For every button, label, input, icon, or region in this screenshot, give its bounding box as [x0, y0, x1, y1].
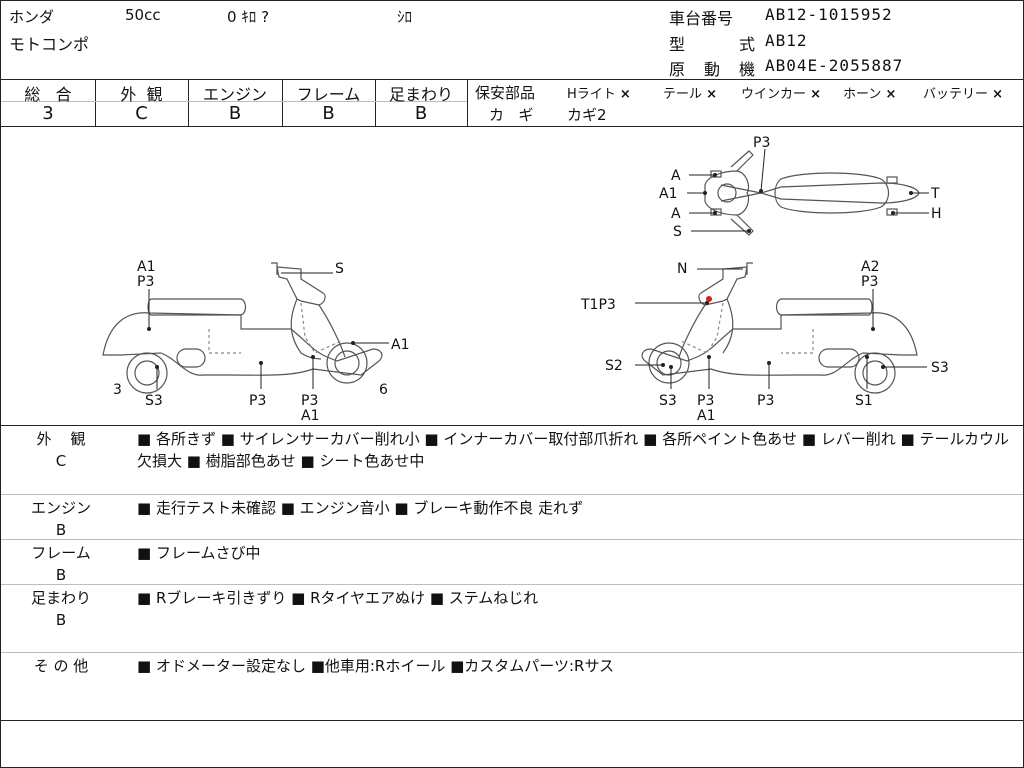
grade-engine: B — [228, 103, 242, 124]
grade-suspension: B — [414, 103, 428, 124]
right-label-s3-rear: S3 — [931, 360, 949, 376]
safety-item-battery: バッテリー × — [923, 87, 1004, 102]
right-label-p3-body: P3 — [757, 393, 774, 409]
grade-total-label: 総 合 — [24, 85, 72, 104]
grade-frame: B — [322, 103, 335, 124]
maker: ホンダ — [9, 8, 55, 26]
remark-suspension-text: ■ Rブレーキ引きずり ■ Rタイヤエアぬけ ■ ステムねじれ — [137, 589, 539, 607]
top-label-a-upper: A — [671, 168, 681, 184]
top-label-t: T — [930, 186, 940, 202]
grade-exterior: C — [135, 103, 148, 124]
left-label-p3-floor: P3 — [301, 393, 318, 409]
engine-label-a: 原 — [669, 60, 686, 79]
top-label-s: S — [673, 224, 682, 240]
left-label-6: 6 — [379, 382, 388, 398]
left-label-s: S — [335, 261, 344, 277]
safety-item-headlight: Hライト × — [567, 87, 631, 102]
right-label-n: N — [677, 261, 687, 277]
left-label-a1-floor: A1 — [301, 408, 319, 424]
key-value: カギ2 — [567, 106, 607, 124]
type-label-b: 式 — [739, 35, 756, 54]
safety-item-horn: ホーン × — [843, 87, 897, 102]
remark-frame-text: ■ フレームさび中 — [137, 544, 261, 562]
top-label-a1: A1 — [659, 186, 677, 202]
right-label-s2: S2 — [605, 358, 623, 374]
safety-item-winker: ウインカー × — [741, 87, 822, 102]
key-label: カ ギ — [489, 106, 534, 124]
frame-no-label: 車台番号 — [669, 9, 734, 28]
scooter-left-view — [102, 262, 383, 394]
remark-other-text: ■ オドメーター設定なし ■他車用:Rホイール ■カスタムパーツ:Rサス — [137, 657, 615, 675]
scooter-right-view — [641, 262, 918, 394]
engine-label-b: 動 — [704, 60, 721, 79]
color: ｼﾛ — [397, 8, 413, 26]
displacement: 50cc — [125, 6, 161, 24]
grade-exterior-label: 外 観 — [120, 85, 163, 104]
top-label-h: H — [931, 206, 942, 222]
remark-engine-text: ■ 走行テスト未確認 ■ エンジン音小 ■ ブレーキ動作不良 走れず — [137, 499, 584, 517]
type-value: AB12 — [765, 31, 808, 50]
top-label-p3: P3 — [753, 135, 770, 151]
remark-other-label: そ の 他 — [33, 657, 89, 675]
left-label-a1: A1 — [137, 259, 155, 275]
safety-item-tail: テール × — [663, 87, 718, 102]
left-label-a1-front: A1 — [391, 337, 409, 353]
grade-engine-label: エンジン — [202, 85, 267, 104]
remark-exterior-text: ■ 各所きず ■ サイレンサーカバー削れ小 ■ インナーカバー取付部爪折れ ■ … — [137, 430, 1010, 470]
left-label-s3: S3 — [145, 393, 163, 409]
type-label-a: 型 — [669, 35, 686, 54]
frame-no: AB12-1015952 — [765, 5, 893, 24]
scooter-top-view — [704, 150, 920, 236]
left-label-p3-body: P3 — [249, 393, 266, 409]
mileage: 0 ｷﾛ ? — [227, 8, 270, 26]
right-label-p3: P3 — [861, 274, 878, 290]
right-label-p3-floor: P3 — [697, 393, 714, 409]
right-label-s1: S1 — [855, 393, 873, 409]
engine-no: AB04E-2055887 — [765, 56, 904, 75]
right-label-a1-floor: A1 — [697, 408, 715, 424]
grade-frame-label: フレーム — [296, 85, 361, 104]
left-label-p3: P3 — [137, 274, 154, 290]
remark-exterior-label: 外 観 C — [36, 430, 86, 470]
safety-label: 保安部品 — [475, 84, 536, 102]
left-label-3: 3 — [113, 382, 122, 398]
grade-total: 3 — [42, 103, 54, 124]
grade-suspension-label: 足まわり — [388, 85, 453, 104]
engine-label-c: 機 — [739, 60, 756, 79]
damage-diagram: A1 P3 S A1 3 S3 P3 P3 A1 6 N A2 P3 T1P3 … — [102, 135, 949, 424]
right-label-t1p3: T1P3 — [580, 297, 616, 313]
right-label-a2: A2 — [861, 259, 879, 275]
model-name: モトコンポ — [9, 35, 90, 54]
right-label-s3: S3 — [659, 393, 677, 409]
top-label-a-lower: A — [671, 206, 681, 222]
